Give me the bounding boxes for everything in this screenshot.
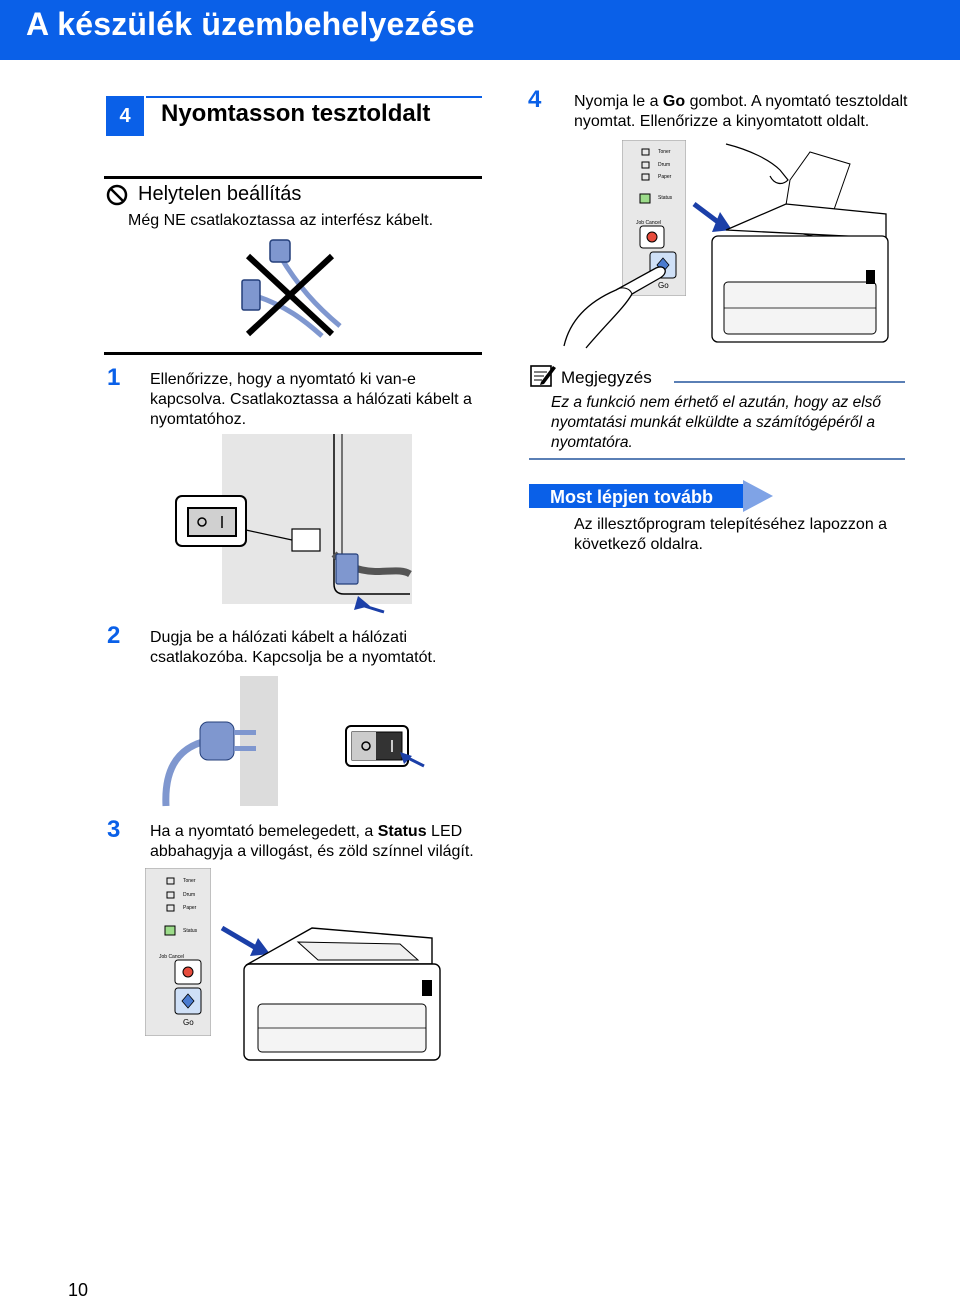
section-number-box: 4	[106, 96, 144, 136]
step4-line1: Nyomja le a Go gombot. A nyomtató teszto…	[574, 93, 908, 110]
next-step-text: Az illesztőprogram telepítéséhez lapozzo…	[574, 516, 888, 553]
step3-line2: abbahagyja a villogást, és zöld színnel …	[150, 843, 474, 860]
printer-step4-illustration	[692, 143, 889, 343]
warning-text: Még NE csatlakoztassa az interfész kábel…	[128, 212, 434, 229]
next-step-label: Most lépjen tovább	[550, 487, 714, 507]
page-title: A készülék üzembehelyezése	[26, 6, 475, 42]
page-number: 10	[68, 1280, 89, 1298]
panel-toner-label: Toner	[183, 878, 196, 884]
panel-status-label: Status	[183, 928, 198, 934]
step1-line3: nyomtatóhoz.	[150, 411, 247, 428]
panel4-job-cancel-label: Job Cancel	[636, 220, 662, 226]
step2-line2: csatlakozóba. Kapcsolja be a nyomtatót.	[150, 649, 437, 666]
power-cord-illustration	[175, 434, 412, 614]
note-pencil-icon	[530, 365, 556, 387]
note-top-rule	[674, 381, 905, 383]
note-text: Ez a funkció nem érhető el azután, hogy …	[551, 394, 882, 451]
panel-outline	[145, 868, 211, 1036]
section-heading-rule	[146, 96, 482, 98]
panel-paper-label: Paper	[183, 905, 197, 911]
panel-drum-label: Drum	[183, 892, 196, 898]
note-title: Megjegyzés	[561, 368, 652, 387]
step1-number: 1	[107, 364, 121, 391]
panel4-paper-label: Paper	[658, 174, 672, 180]
section-heading: Nyomtasson tesztoldalt	[161, 100, 431, 127]
step4-number: 4	[528, 86, 542, 113]
step2-number: 2	[107, 622, 121, 649]
warning-rule	[104, 176, 482, 179]
step4-line2: nyomtat. Ellenőrizze a kinyomtatott olda…	[574, 113, 870, 130]
step3-number: 3	[107, 816, 121, 843]
step2-line1: Dugja be a hálózati kábelt a hálózati	[150, 629, 408, 646]
note-bottom-rule	[529, 458, 905, 460]
step1-line1: Ellenőrizze, hogy a nyomtató ki van-e	[150, 371, 416, 388]
panel-go-label: Go	[183, 1018, 194, 1027]
step3-line1: Ha a nyomtató bemelegedett, a Status LED	[150, 823, 463, 840]
panel4-toner-label: Toner	[658, 149, 671, 155]
pressing-hand-illustration	[563, 266, 666, 349]
printer-step3-illustration	[220, 925, 441, 1061]
power-switch-on-illustration	[345, 725, 425, 768]
page-header-bar	[0, 0, 960, 60]
next-step-tab	[529, 480, 773, 512]
wall-plug-illustration	[162, 676, 278, 807]
panel4-drum-label: Drum	[658, 162, 671, 168]
prohibited-icon	[106, 184, 128, 206]
control-panel-step3: Toner Drum Paper Status Job Cancel Go	[145, 868, 211, 1036]
panel4-go-label: Go	[658, 281, 669, 290]
step1-rule	[104, 352, 482, 355]
warning-title: Helytelen beállítás	[138, 183, 302, 205]
panel4-status-label: Status	[658, 195, 673, 201]
step1-line2: kapcsolva. Csatlakoztassa a hálózati káb…	[150, 391, 472, 408]
panel-job-cancel-label: Job Cancel	[159, 954, 185, 960]
interface-cable-crossed-illustration	[241, 239, 342, 338]
